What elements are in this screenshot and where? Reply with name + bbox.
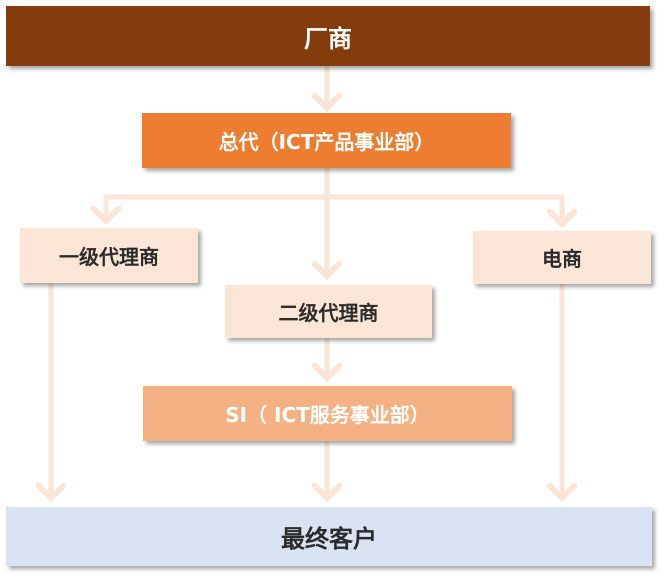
node-end-customer: 最终客户 (6, 507, 652, 566)
node-tier2-agent-label: 二级代理商 (278, 301, 379, 325)
node-si: SI（ ICT服务事业部） (143, 386, 512, 441)
node-manufacturer-label: 厂商 (304, 24, 352, 53)
node-general-agent-label: 总代（ICT产品事业部） (218, 130, 435, 154)
node-ecommerce: 电商 (473, 231, 651, 284)
node-manufacturer: 厂商 (6, 6, 650, 66)
node-tier1-agent: 一级代理商 (20, 228, 198, 283)
node-ecommerce-label: 电商 (542, 247, 582, 271)
node-end-customer-label: 最终客户 (281, 525, 377, 553)
node-si-label: SI（ ICT服务事业部） (225, 403, 430, 427)
node-general-agent: 总代（ICT产品事业部） (142, 113, 511, 168)
node-tier1-agent-label: 一级代理商 (59, 245, 159, 269)
node-tier2-agent: 二级代理商 (225, 285, 432, 338)
